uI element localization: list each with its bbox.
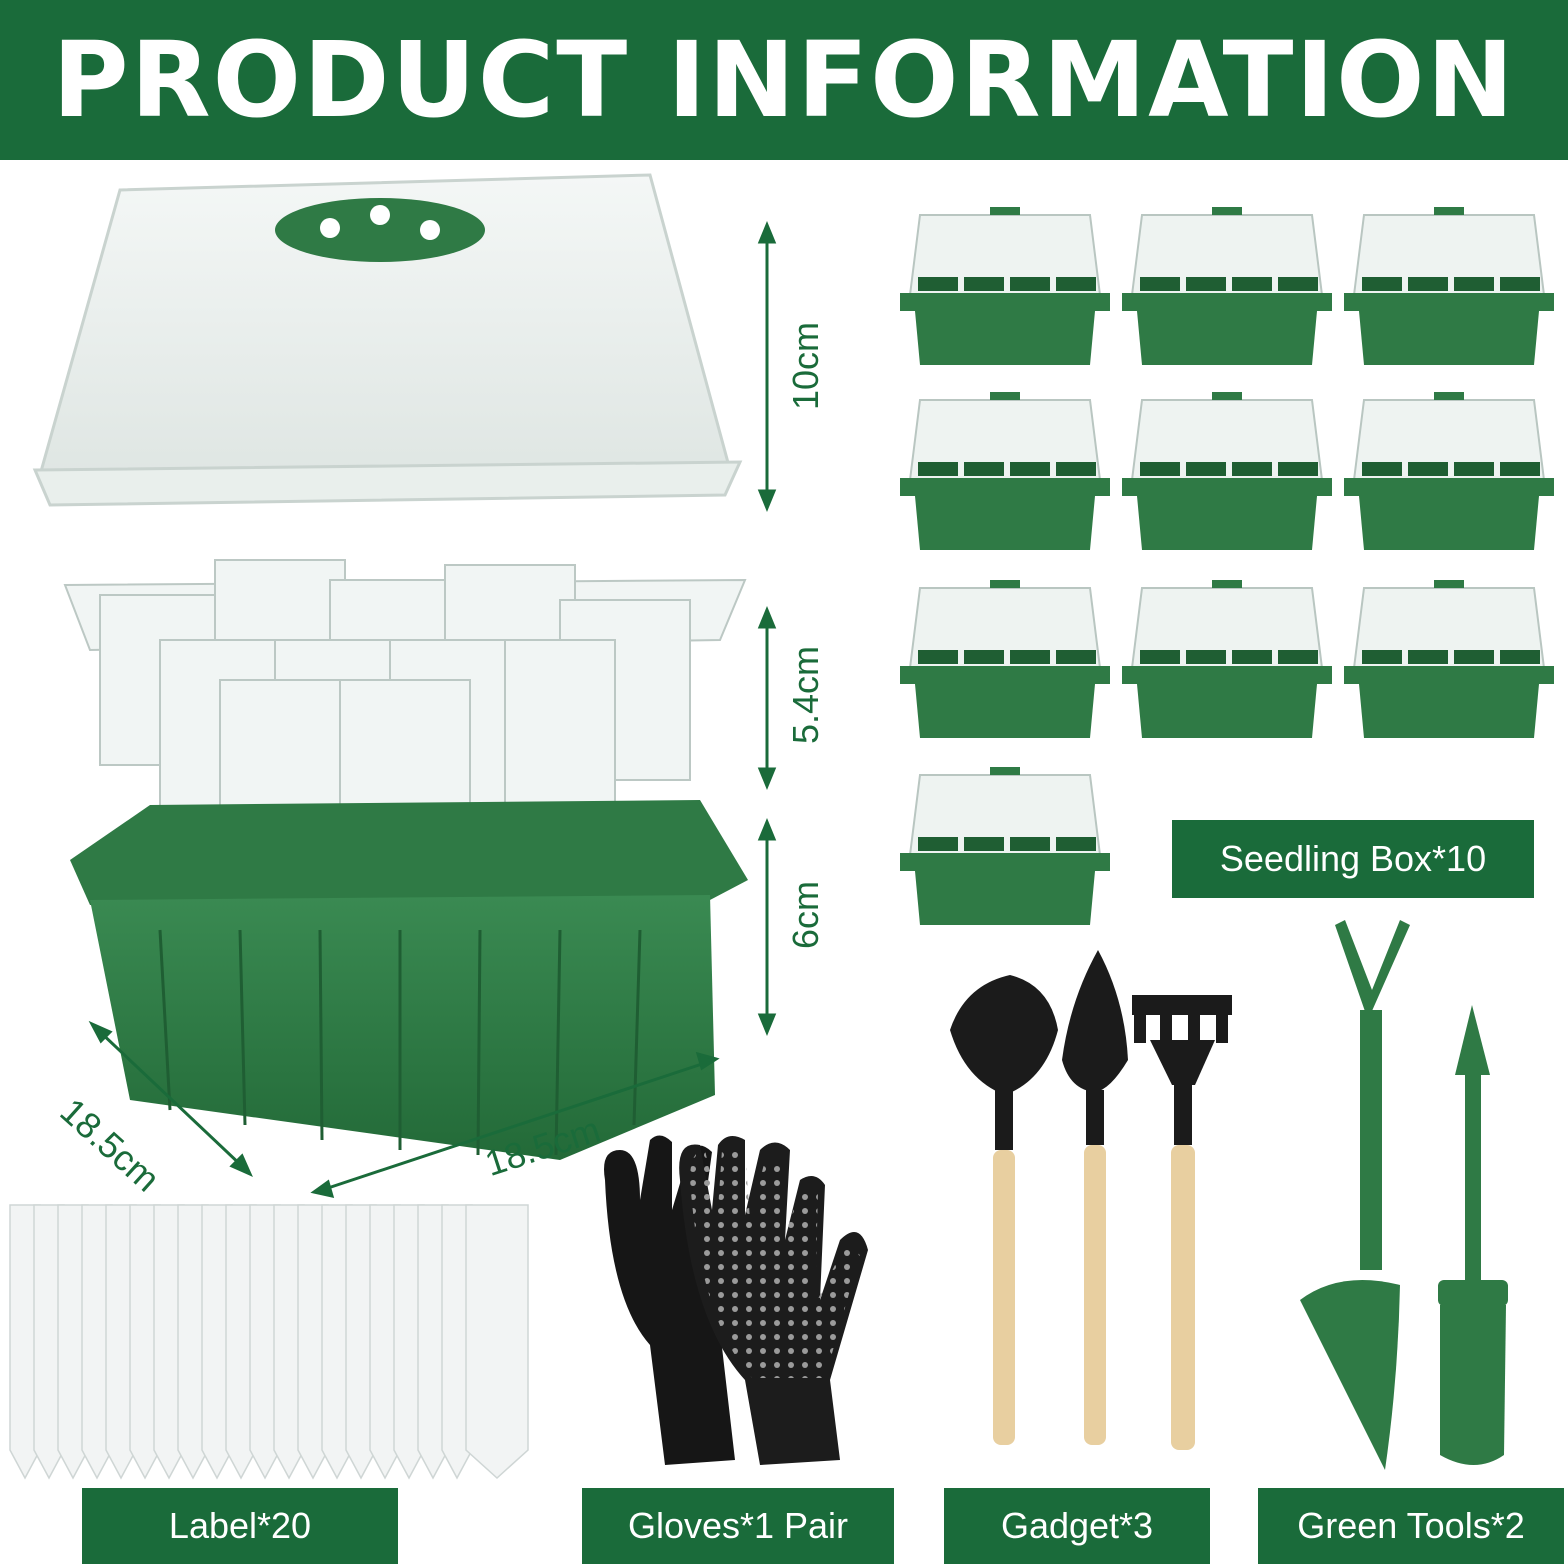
cell-insert [63, 559, 747, 891]
seedling-tray-icon [1121, 391, 1333, 551]
seedling-tray-icon [899, 579, 1111, 739]
insert-height-label: 5.4cm [785, 645, 826, 745]
vent-icon [275, 198, 485, 262]
rake-icon [1132, 995, 1232, 1450]
tray-height-label: 6cm [785, 881, 826, 950]
gadget-label: Gadget*3 [944, 1488, 1210, 1564]
seedling-box-grid [899, 206, 1555, 926]
label-count-label: Label*20 [82, 1488, 398, 1564]
trowel-icon [1062, 950, 1128, 1445]
seedling-tray-icon [899, 391, 1111, 551]
gloves-label: Gloves*1 Pair [582, 1488, 894, 1564]
plant-label-icon [9, 1204, 529, 1480]
base-tray [70, 800, 748, 1160]
glove-icon [604, 1135, 868, 1465]
dome-lid [32, 173, 743, 507]
header-banner: PRODUCT INFORMATION [0, 0, 1568, 160]
dome-height-label: 10cm [785, 321, 826, 411]
seedling-tray-icon [1343, 579, 1555, 739]
green-tools-label: Green Tools*2 [1258, 1488, 1564, 1564]
gadget-tools [950, 950, 1232, 1450]
seedling-tray-icon [1121, 206, 1333, 366]
seedling-tray-icon [1121, 579, 1333, 739]
seedling-tray-icon [899, 766, 1111, 926]
dimension-arrows [88, 221, 777, 1199]
transplanter-icon [1300, 920, 1410, 1470]
shovel-icon [950, 975, 1058, 1445]
dibber-icon [1438, 1005, 1508, 1465]
seedling-tray-icon [1343, 206, 1555, 366]
green-tools [1300, 920, 1508, 1470]
seedling-tray-icon [899, 206, 1111, 366]
seedling-box-label: Seedling Box*10 [1172, 820, 1534, 898]
page-title: PRODUCT INFORMATION [52, 19, 1516, 141]
seedling-tray-icon [1343, 391, 1555, 551]
